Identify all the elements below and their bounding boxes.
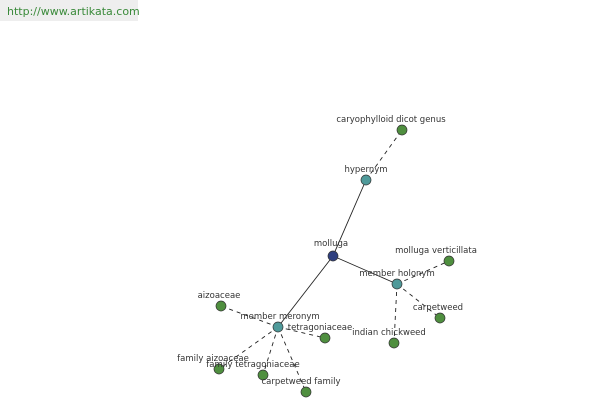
node-label-leaf[interactable]: family aizoaceae [177,354,249,364]
node-leaf[interactable] [257,369,269,381]
url-bar: http://www.artikata.com [0,0,140,21]
graph-nodes: molluga hypernym member holonym member mero… [177,115,477,398]
node-leaf[interactable] [215,300,227,312]
edge-molluga-holonym [332,255,398,285]
edge-meronym-leaf [220,305,279,328]
node-center[interactable] [327,250,339,262]
node-label-leaf[interactable]: family tetragoniaceae [206,360,299,370]
edge-meronym-leaf [277,326,307,393]
node-label-leaf[interactable]: carpetweed family [261,377,340,387]
graph-edges [218,129,450,393]
node-label-leaf[interactable]: indian chickweed [352,328,426,338]
edge-meronym-leaf [277,326,326,339]
node-label-relation-meronym[interactable]: member meronym [240,312,319,322]
node-label-center[interactable]: molluga [314,239,348,249]
node-leaf[interactable] [434,312,446,324]
node-relation-holonym[interactable] [391,278,403,290]
node-leaf[interactable] [388,337,400,349]
node-label-leaf[interactable]: molluga verticillata [395,246,477,256]
node-label-leaf[interactable]: carpetweed [413,303,463,313]
node-leaf[interactable] [396,124,408,136]
node-leaf[interactable] [319,332,331,344]
node-leaf[interactable] [300,386,312,398]
edge-holonym-leaf [393,283,398,344]
edge-hypernym-leaf [365,129,403,181]
node-label-leaf[interactable]: caryophylloid dicot genus [336,115,446,125]
edge-molluga-hypernym [332,179,367,257]
node-label-relation-hypernym[interactable]: hypernym [344,165,387,175]
node-relation-hypernym[interactable] [360,174,372,186]
node-label-leaf[interactable]: aizoaceae [198,291,241,301]
edge-meronym-leaf [262,326,279,376]
edge-holonym-leaf [396,260,450,285]
edge-molluga-meronym [277,255,334,328]
edge-holonym-leaf [396,283,441,319]
node-label-relation-holonym[interactable]: member holonym [359,269,434,279]
node-leaf[interactable] [213,363,225,375]
node-relation-meronym[interactable] [272,321,284,333]
node-label-leaf[interactable]: tetragoniaceae [288,323,353,333]
site-url-link[interactable]: http://www.artikata.com [7,5,140,18]
node-leaf[interactable] [443,255,455,267]
